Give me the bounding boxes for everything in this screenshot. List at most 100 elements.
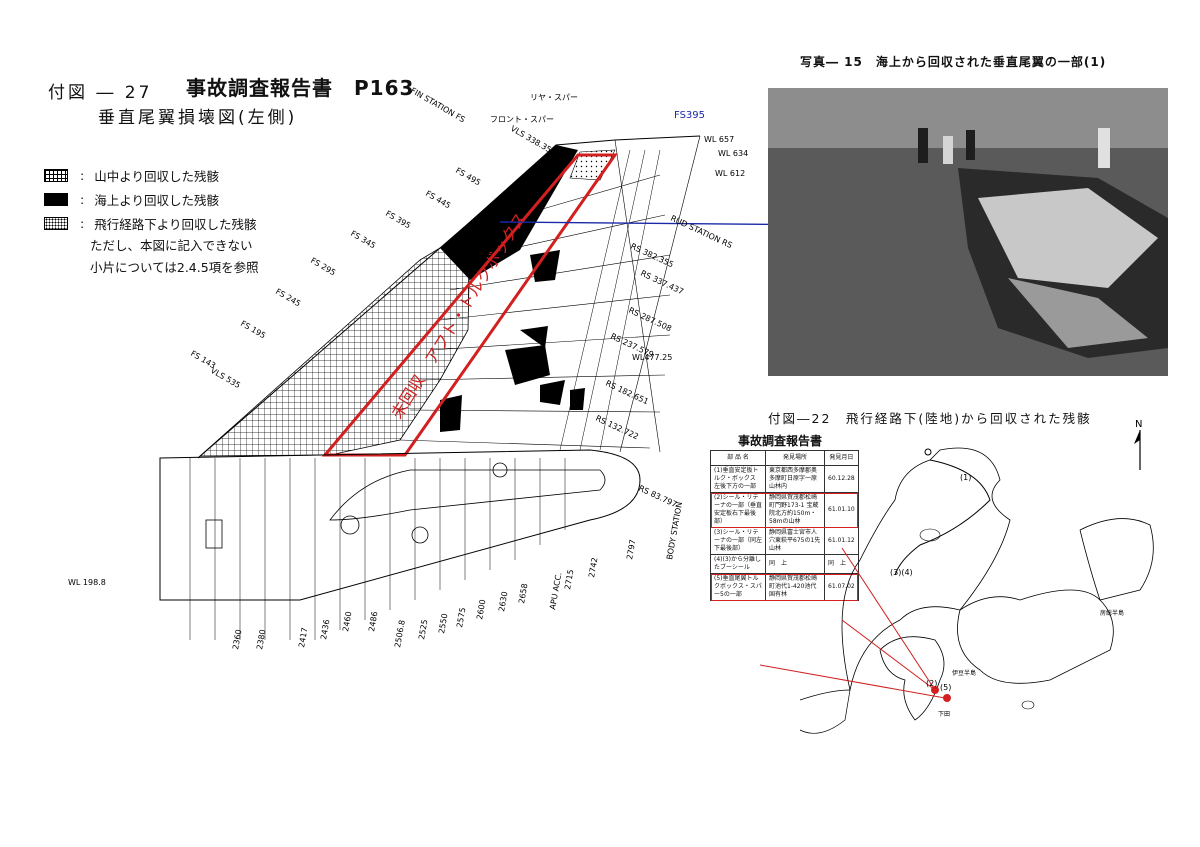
mountain-debris-area: [198, 229, 471, 457]
bs-label: 2460: [341, 611, 353, 633]
table-header-row: 部 品 名 発見場所 発見月日: [710, 450, 859, 466]
apu-door: [205, 519, 223, 549]
front-spar-label: フロント・スパー: [490, 115, 554, 124]
point-1-label: (1): [960, 473, 971, 482]
tail-wreckage-photo: [768, 88, 1168, 376]
lake: [919, 528, 941, 542]
wl-label: WL 634: [718, 149, 748, 158]
report-title: 事故調査報告書 P163: [186, 76, 415, 100]
bs-label: 2797: [625, 539, 637, 561]
bs-label: 2380: [255, 629, 267, 651]
izu-label: 伊豆半島: [952, 669, 976, 677]
rudder-lines: [559, 149, 661, 451]
access-panel: [492, 462, 508, 478]
fuselage-outline: [159, 449, 641, 601]
bs-label: 2550: [437, 613, 449, 635]
west-coast: [799, 689, 851, 734]
sea-debris-main: [440, 145, 578, 280]
aft-torque-box-outline: [321, 153, 618, 457]
point-2-label: (2): [926, 679, 937, 688]
legend-item-flightpath: : 飛行経路下より回収した残骸: [44, 211, 259, 235]
dots-pattern-swatch: [44, 216, 68, 230]
bs-label: 2436: [319, 619, 331, 641]
cell-date: 61.01.10: [824, 492, 859, 528]
cell-place: 静岡県賀茂郡松崎町池代1-420池代国有林: [765, 573, 825, 601]
figure-subtitle: 垂直尾翼損壊図(左側): [98, 108, 298, 128]
legend-item-mountain: : 山中より回収した残骸: [44, 163, 259, 187]
sea-debris-piece: [520, 326, 548, 348]
bs-label: 2525: [417, 619, 429, 641]
legend: : 山中より回収した残骸 : 海上より回収した残骸 : 飛行経路下より回収した残…: [44, 163, 259, 279]
bs-label: 2658: [517, 583, 529, 605]
north-arrow-head: [1134, 430, 1140, 444]
cell-date: 61.07.02: [824, 573, 859, 601]
stabilizer-outline: [329, 469, 606, 521]
table-row: (2)シール・リテーナの一部（垂直安定板右下最後部） 静岡県賀茂郡松崎町門野17…: [710, 492, 859, 528]
table-row: (4)(3)から分離したブーシール 同 上 同 上: [710, 554, 859, 574]
shimoda-label: 下田: [938, 711, 950, 718]
point-1-crash-marker: [924, 448, 932, 456]
boso-coast: [1079, 518, 1154, 601]
point-34-label: (3)(4): [890, 568, 913, 577]
figure-number: 付図 ― 27: [48, 83, 153, 103]
bs-label: 2417: [297, 627, 309, 649]
body-frame-lines: [189, 458, 566, 640]
wl-label: WL 657: [704, 135, 734, 144]
point-5-label: (5): [940, 683, 951, 692]
table-row: (3)シール・リテーナの一部（同左下最後部） 静岡県富士宮市人穴東萩平675の1…: [710, 527, 859, 555]
fs395-label: FS395: [674, 110, 706, 121]
bs-label: 2600: [475, 599, 487, 621]
legend-note-1: ただし、本図に記入できない: [90, 238, 253, 253]
cell-place: 静岡県富士宮市人穴東萩平675の1先山林: [765, 527, 825, 555]
legend-note-2: 小片については2.4.5項を参照: [90, 260, 259, 275]
sea-debris-piece: [505, 345, 550, 385]
cell-date: 61.01.12: [824, 527, 859, 555]
recovered-parts-table: 部 品 名 発見場所 発見月日 (1)垂直安定板トルク・ボックス 左後下方の一部…: [710, 450, 859, 601]
access-panel: [340, 515, 360, 535]
photo-caption: 写真― 15 海上から回収された垂直尾翼の一部(1): [800, 55, 1107, 69]
island: [1021, 700, 1035, 710]
flight-path-line: [894, 459, 991, 576]
sagami-coast: [957, 589, 1114, 684]
cell-place: 静岡県賀茂郡松崎町門野173-1 宝蔵院北方約150m・58mの山林: [765, 492, 825, 528]
wl-label: WL 612: [715, 169, 745, 178]
bs-label: 2742: [587, 557, 599, 579]
izu-coast: [879, 636, 945, 721]
wl-label: WL 198.8: [68, 578, 106, 587]
point-5-marker: [943, 694, 951, 702]
legend-label: 山中より回収した残骸: [94, 168, 219, 184]
north-label: N: [1135, 419, 1142, 430]
black-swatch: [44, 192, 68, 206]
cell-part: (5)垂直尾翼トルクボックス・スパー5の一部: [710, 573, 766, 601]
red-leader-lines: [759, 547, 946, 699]
table-row: (1)垂直安定板トルク・ボックス 左後下方の一部 東京都西多摩郡奥多摩町日原字一…: [710, 465, 859, 493]
boso-label: 房総半島: [1100, 609, 1124, 617]
cell-part: (3)シール・リテーナの一部（同左下最後部）: [710, 527, 766, 555]
cell-part: (2)シール・リテーナの一部（垂直安定板右下最後部）: [710, 492, 766, 528]
cell-place: 東京都西多摩郡奥多摩町日原字一原山林内: [765, 465, 825, 493]
bs-label: 2630: [497, 591, 509, 613]
bs-label: 2575: [455, 607, 467, 629]
map-section-title: 付図―22 飛行経路下(陸地)から回収された残骸: [768, 411, 1092, 426]
grid-pattern-swatch: [44, 168, 68, 182]
sea-debris-piece: [540, 380, 565, 405]
sea-debris-piece: [440, 395, 462, 432]
sea-debris-piece: [570, 388, 585, 410]
legend-label: 海上より回収した残骸: [94, 192, 219, 208]
table-row: (5)垂直尾翼トルクボックス・スパー5の一部 静岡県賀茂郡松崎町池代1-420池…: [710, 573, 859, 601]
point-2-marker: [931, 686, 939, 694]
legend-item-sea: : 海上より回収した残骸: [44, 187, 259, 211]
legend-label: 飛行経路下より回収した残骸: [94, 216, 257, 232]
bs-label: 2486: [367, 611, 379, 633]
access-panel: [411, 526, 429, 544]
bs-label: 2360: [231, 629, 243, 651]
map-report-title: 事故調査報告書: [738, 434, 823, 448]
header-date: 発見月日: [824, 450, 859, 466]
sea-debris-piece: [530, 250, 560, 282]
coastline: [841, 447, 1011, 691]
bs-label: 2715: [563, 569, 575, 591]
wl-label: WL477.25: [632, 353, 672, 362]
photo-content: [768, 88, 1168, 376]
